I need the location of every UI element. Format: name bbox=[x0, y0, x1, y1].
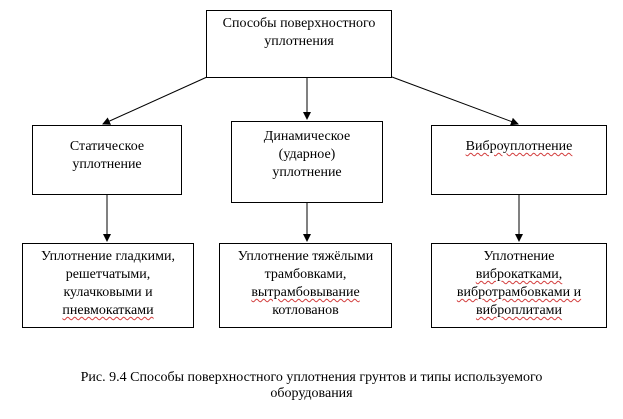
equipment-static-line4: пневмокатками bbox=[62, 303, 154, 318]
method-dynamic-line1: Динамическое bbox=[263, 129, 351, 144]
equipment-vibro-line2: виброкатками, bbox=[475, 267, 563, 282]
method-vibro-line1: Виброуплотнение bbox=[465, 139, 573, 154]
equipment-static-line3: кулачковыми и bbox=[63, 285, 153, 300]
equipment-dynamic-line3: вытрамбовывание bbox=[251, 285, 360, 300]
figure-caption-line2: оборудования bbox=[270, 386, 353, 401]
figure-caption: Рис. 9.4 Способы поверхностного уплотнен… bbox=[0, 370, 623, 402]
equipment-box-dynamic: Уплотнение тяжёлыми трамбовками, вытрамб… bbox=[219, 243, 392, 328]
arrow-root-to-vibro bbox=[391, 76, 519, 126]
equipment-box-vibro: Уплотнение виброкатками, вибротрамбовкам… bbox=[431, 243, 607, 328]
root-title-line2: уплотнения bbox=[264, 34, 334, 49]
equipment-dynamic-line4: котлованов bbox=[272, 303, 339, 318]
method-static-line2: уплотнение bbox=[72, 157, 142, 172]
equipment-vibro-line3: вибротрамбовками и bbox=[456, 285, 582, 300]
root-box: Способы поверхностного уплотнения bbox=[206, 10, 392, 78]
equipment-vibro-line1: Уплотнение bbox=[483, 249, 555, 264]
method-box-static: Статическое уплотнение bbox=[32, 125, 182, 195]
equipment-dynamic-line1: Уплотнение тяжёлыми bbox=[237, 249, 374, 264]
method-dynamic-line2: (ударное) bbox=[278, 147, 336, 162]
equipment-static-line1: Уплотнение гладкими, bbox=[41, 249, 175, 264]
root-title-line1: Способы поверхностного bbox=[222, 16, 376, 31]
figure-caption-line1: Рис. 9.4 Способы поверхностного уплотнен… bbox=[80, 370, 543, 385]
method-box-vibro: Виброуплотнение bbox=[431, 125, 607, 195]
equipment-dynamic-line2: трамбовками, bbox=[264, 267, 347, 282]
equipment-static-line2: решетчатыми, bbox=[65, 267, 151, 282]
method-box-dynamic: Динамическое (ударное) уплотнение bbox=[231, 121, 383, 203]
equipment-vibro-line4: виброплитами bbox=[475, 303, 563, 318]
method-static-line1: Статическое bbox=[69, 139, 145, 154]
method-dynamic-line3: уплотнение bbox=[272, 165, 342, 180]
equipment-box-static: Уплотнение гладкими, решетчатыми, кулачк… bbox=[22, 243, 194, 328]
arrow-root-to-static bbox=[102, 76, 208, 125]
